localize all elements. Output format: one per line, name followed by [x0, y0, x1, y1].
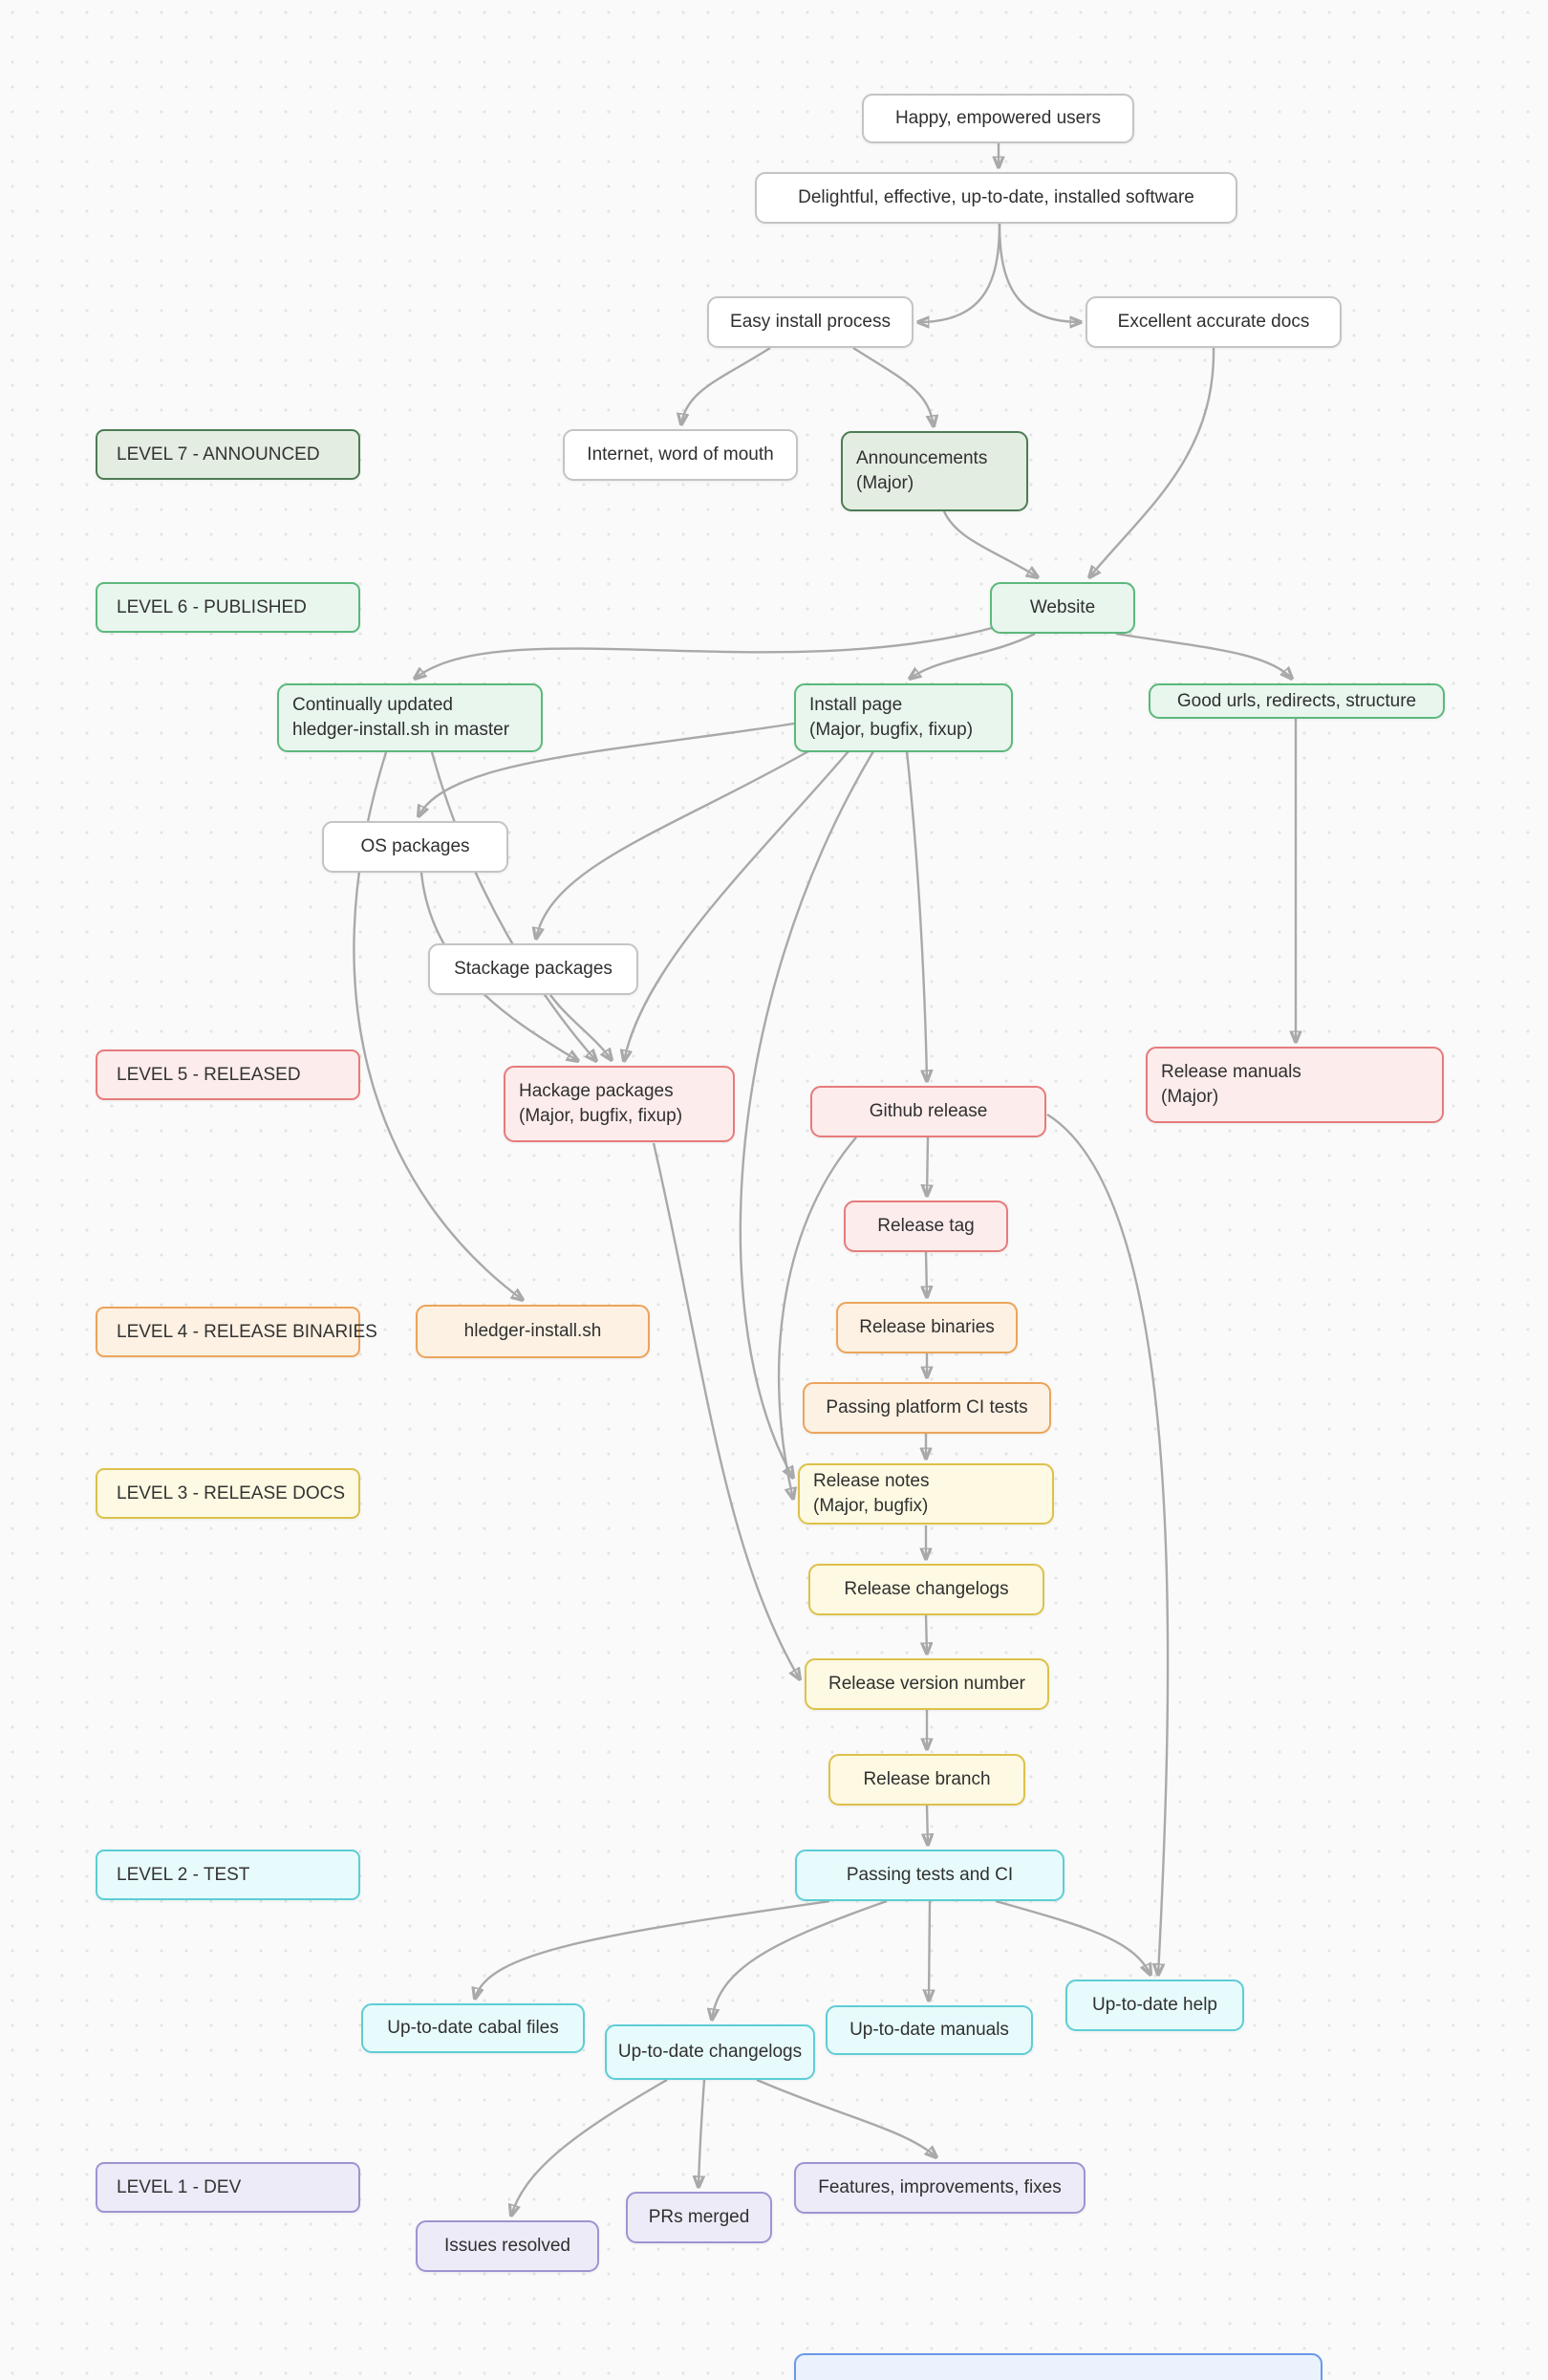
node-release-changelogs[interactable]: Release changelogs [808, 1564, 1044, 1615]
edge-install-page-to-os-packages [419, 722, 795, 816]
node-github-release[interactable]: Github release [810, 1086, 1046, 1137]
node-easy-install-process[interactable]: Easy install process [707, 296, 914, 348]
level-label-7-announced[interactable]: LEVEL 7 - ANNOUNCED [96, 429, 360, 480]
edge-continually-updated-install-script-to-hackage-packages [430, 751, 596, 1061]
node-passing-platform-ci-tests[interactable]: Passing platform CI tests [803, 1382, 1051, 1434]
node-features-improvements-fixes[interactable]: Features, improvements, fixes [794, 2162, 1086, 2214]
edge-hackage-packages-to-release-version-number [652, 1142, 800, 1679]
node-hledger-install-sh[interactable]: hledger-install.sh [416, 1305, 650, 1358]
level-label-1-dev[interactable]: LEVEL 1 - DEV [96, 2162, 360, 2213]
edge-passing-tests-and-ci-to-up-to-date-manuals [929, 1900, 930, 2001]
edge-release-changelogs-to-release-version-number [926, 1614, 927, 1654]
node-prs-merged[interactable]: PRs merged [626, 2192, 772, 2243]
edge-delightful-software-to-excellent-docs [998, 223, 1081, 322]
edge-up-to-date-changelogs-to-issues-resolved [511, 2078, 668, 2216]
edge-github-release-to-release-notes [777, 1136, 857, 1499]
level-label-4-release-binaries[interactable]: LEVEL 4 - RELEASE BINARIES [96, 1307, 377, 1357]
node-website[interactable]: Website [990, 582, 1135, 634]
edge-delightful-software-to-easy-install [918, 223, 1001, 322]
edge-up-to-date-changelogs-to-features-improvements-fixes [756, 2078, 936, 2157]
edge-release-branch-to-passing-tests-and-ci [927, 1805, 928, 1845]
node-hackage-packages[interactable]: Hackage packages (Major, bugfix, fixup) [504, 1066, 735, 1142]
level-label-2-test[interactable]: LEVEL 2 - TEST [96, 1850, 360, 1900]
edge-install-page-to-stackage-packages [536, 749, 809, 939]
level-label-5-released[interactable]: LEVEL 5 - RELEASED [96, 1049, 360, 1100]
node-delightful-software[interactable]: Delightful, effective, up-to-date, insta… [755, 172, 1237, 224]
node-release-tag[interactable]: Release tag [844, 1201, 1008, 1252]
level-label-3-release-docs[interactable]: LEVEL 3 - RELEASE DOCS [96, 1468, 360, 1519]
edge-install-page-to-hackage-packages [624, 750, 849, 1061]
node-up-to-date-help[interactable]: Up-to-date help [1065, 1980, 1244, 2031]
node-continually-updated-install-script[interactable]: Continually updated hledger-install.sh i… [277, 683, 543, 752]
node-issues-resolved[interactable]: Issues resolved [416, 2220, 599, 2272]
node-release-binaries[interactable]: Release binaries [836, 1302, 1018, 1353]
edge-install-page-to-release-notes [739, 750, 875, 1478]
edge-website-to-good-urls [1115, 632, 1292, 679]
edge-passing-tests-and-ci-to-up-to-date-help [995, 1899, 1150, 1975]
node-release-manuals[interactable]: Release manuals (Major) [1146, 1047, 1444, 1123]
edge-github-release-to-release-tag [927, 1136, 928, 1196]
node-partial-bottom[interactable] [794, 2353, 1322, 2380]
node-os-packages[interactable]: OS packages [322, 821, 508, 873]
edge-website-to-continually-updated-install-script [415, 626, 993, 679]
node-release-branch[interactable]: Release branch [828, 1754, 1025, 1806]
node-up-to-date-changelogs[interactable]: Up-to-date changelogs [605, 2024, 815, 2080]
edge-easy-install-to-internet-word-of-mouth [681, 346, 771, 424]
edge-passing-tests-and-ci-to-up-to-date-cabal-files [475, 1899, 830, 1999]
node-up-to-date-cabal-files[interactable]: Up-to-date cabal files [361, 2003, 585, 2053]
node-internet-word-of-mouth[interactable]: Internet, word of mouth [563, 429, 798, 481]
level-label-6-published[interactable]: LEVEL 6 - PUBLISHED [96, 582, 360, 633]
node-release-version-number[interactable]: Release version number [805, 1658, 1049, 1710]
edge-website-to-install-page [910, 632, 1036, 679]
node-happy-users[interactable]: Happy, empowered users [862, 94, 1134, 143]
edge-github-release-to-up-to-date-help [1046, 1113, 1170, 1975]
edge-install-page-to-github-release [905, 750, 927, 1081]
edge-passing-tests-and-ci-to-up-to-date-changelogs [712, 1899, 888, 2020]
node-announcements[interactable]: Announcements (Major) [841, 431, 1028, 511]
node-up-to-date-manuals[interactable]: Up-to-date manuals [826, 2005, 1033, 2055]
edge-announcements-to-website [942, 510, 1038, 577]
node-release-notes[interactable]: Release notes (Major, bugfix) [798, 1463, 1054, 1525]
node-excellent-accurate-docs[interactable]: Excellent accurate docs [1086, 296, 1342, 348]
edge-up-to-date-changelogs-to-prs-merged [699, 2079, 706, 2187]
node-install-page[interactable]: Install page (Major, bugfix, fixup) [794, 683, 1013, 752]
edge-stackage-packages-to-hackage-packages [549, 994, 612, 1060]
node-stackage-packages[interactable]: Stackage packages [428, 943, 638, 995]
edge-easy-install-to-announcements [852, 346, 934, 426]
edge-excellent-docs-to-website [1089, 347, 1215, 577]
node-passing-tests-and-ci[interactable]: Passing tests and CI [795, 1850, 1064, 1901]
node-good-urls[interactable]: Good urls, redirects, structure [1149, 683, 1445, 719]
edge-release-tag-to-release-binaries [926, 1251, 927, 1297]
